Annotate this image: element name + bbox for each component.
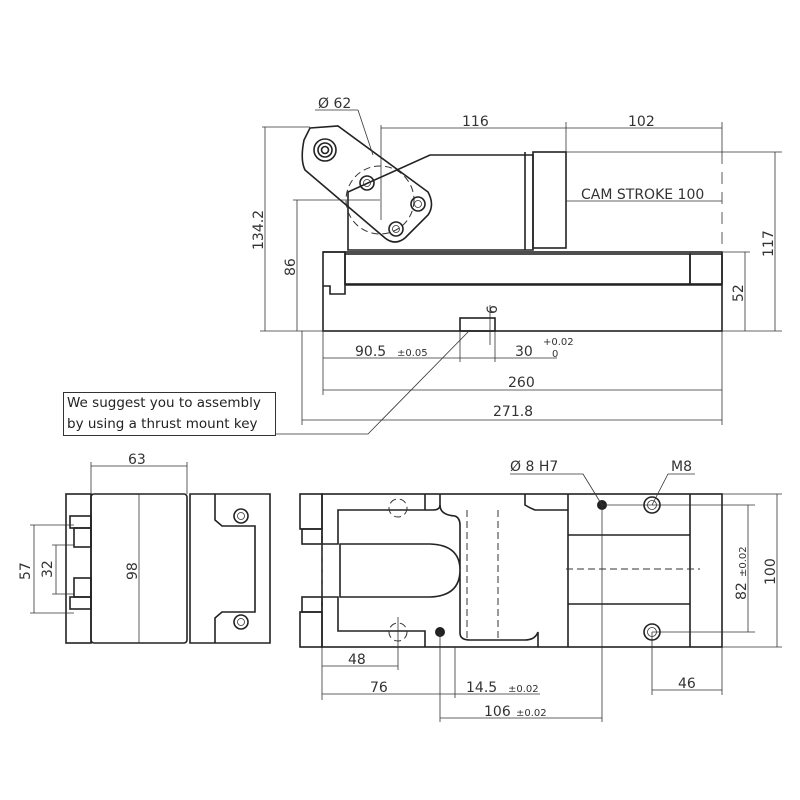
dim-57-label: 57 bbox=[18, 562, 34, 580]
dim-117-label: 117 bbox=[761, 230, 777, 257]
dim-14-5-tolerance: ±0.02 bbox=[508, 684, 539, 695]
cam-stroke-label: CAM STROKE 100 bbox=[581, 187, 704, 203]
dim-116-label: 116 bbox=[462, 114, 489, 130]
base-stub bbox=[323, 251, 346, 295]
dim-86-label: 86 bbox=[283, 258, 299, 276]
base-body bbox=[322, 251, 723, 332]
bolt-icon bbox=[388, 496, 661, 642]
dim-30-label: 30 bbox=[515, 344, 533, 360]
dim-90-5-tolerance: ±0.05 bbox=[397, 348, 428, 359]
elevation-view: Ø 62 116 102 CAM STROKE 100 134.2 86 117… bbox=[251, 96, 782, 435]
side-clamp-block bbox=[189, 493, 271, 644]
dim-100-label: 100 bbox=[763, 558, 779, 585]
note-line-2: by using a thrust mount key bbox=[67, 416, 258, 432]
dim-76-label: 76 bbox=[370, 680, 388, 696]
plan-body bbox=[321, 493, 723, 648]
note-line-1: We suggest you to assembly bbox=[67, 395, 261, 411]
bolt-icon bbox=[313, 138, 426, 237]
dim-98-label: 98 bbox=[125, 562, 141, 580]
dim-30-tol-lower: 0 bbox=[552, 349, 558, 360]
dim-6-label: 6 bbox=[485, 305, 501, 314]
dim-134-2-label: 134.2 bbox=[251, 210, 267, 250]
dim-63-label: 63 bbox=[128, 452, 146, 468]
m8-thread-label: M8 bbox=[671, 459, 692, 475]
elevation-dimension-lines bbox=[260, 109, 782, 435]
jaw-upper bbox=[322, 494, 441, 545]
assembly-note: We suggest you to assembly by using a th… bbox=[63, 392, 276, 436]
dim-260-label: 260 bbox=[508, 375, 535, 391]
jaw-lower bbox=[322, 596, 426, 647]
dim-82-tolerance: ±0.02 bbox=[738, 546, 749, 577]
dim-14-5-label: 14.5 bbox=[466, 680, 497, 696]
cam-circle bbox=[345, 165, 415, 235]
dim-46-label: 46 bbox=[678, 676, 696, 692]
dim-82-label: 82 bbox=[734, 582, 750, 600]
thrust-key bbox=[459, 317, 496, 332]
cam-body bbox=[347, 154, 534, 251]
pin-hole-label: Ø 8 H7 bbox=[510, 459, 558, 475]
dim-30-tol-upper: +0.02 bbox=[543, 337, 574, 348]
dim-48-label: 48 bbox=[348, 652, 366, 668]
side-view: 63 57 32 98 bbox=[18, 452, 271, 644]
dim-106-tolerance: ±0.02 bbox=[516, 708, 547, 719]
link-plate bbox=[301, 125, 433, 243]
dim-90-5-label: 90.5 bbox=[355, 344, 386, 360]
bolt-icon bbox=[233, 508, 249, 630]
dim-102-label: 102 bbox=[628, 114, 655, 130]
cam-end-block bbox=[532, 151, 567, 249]
diameter-62-label: Ø 62 bbox=[318, 96, 351, 112]
dim-271-8-label: 271.8 bbox=[493, 404, 533, 420]
dim-32-label: 32 bbox=[40, 560, 56, 578]
cam-slot bbox=[339, 494, 539, 647]
dim-106-label: 106 bbox=[484, 704, 511, 720]
dim-52-label: 52 bbox=[731, 284, 747, 302]
plan-view: Ø 8 H7 M8 100 82 ±0.02 48 76 14.5 ±0.02 … bbox=[299, 459, 782, 722]
base-rail bbox=[344, 253, 691, 285]
